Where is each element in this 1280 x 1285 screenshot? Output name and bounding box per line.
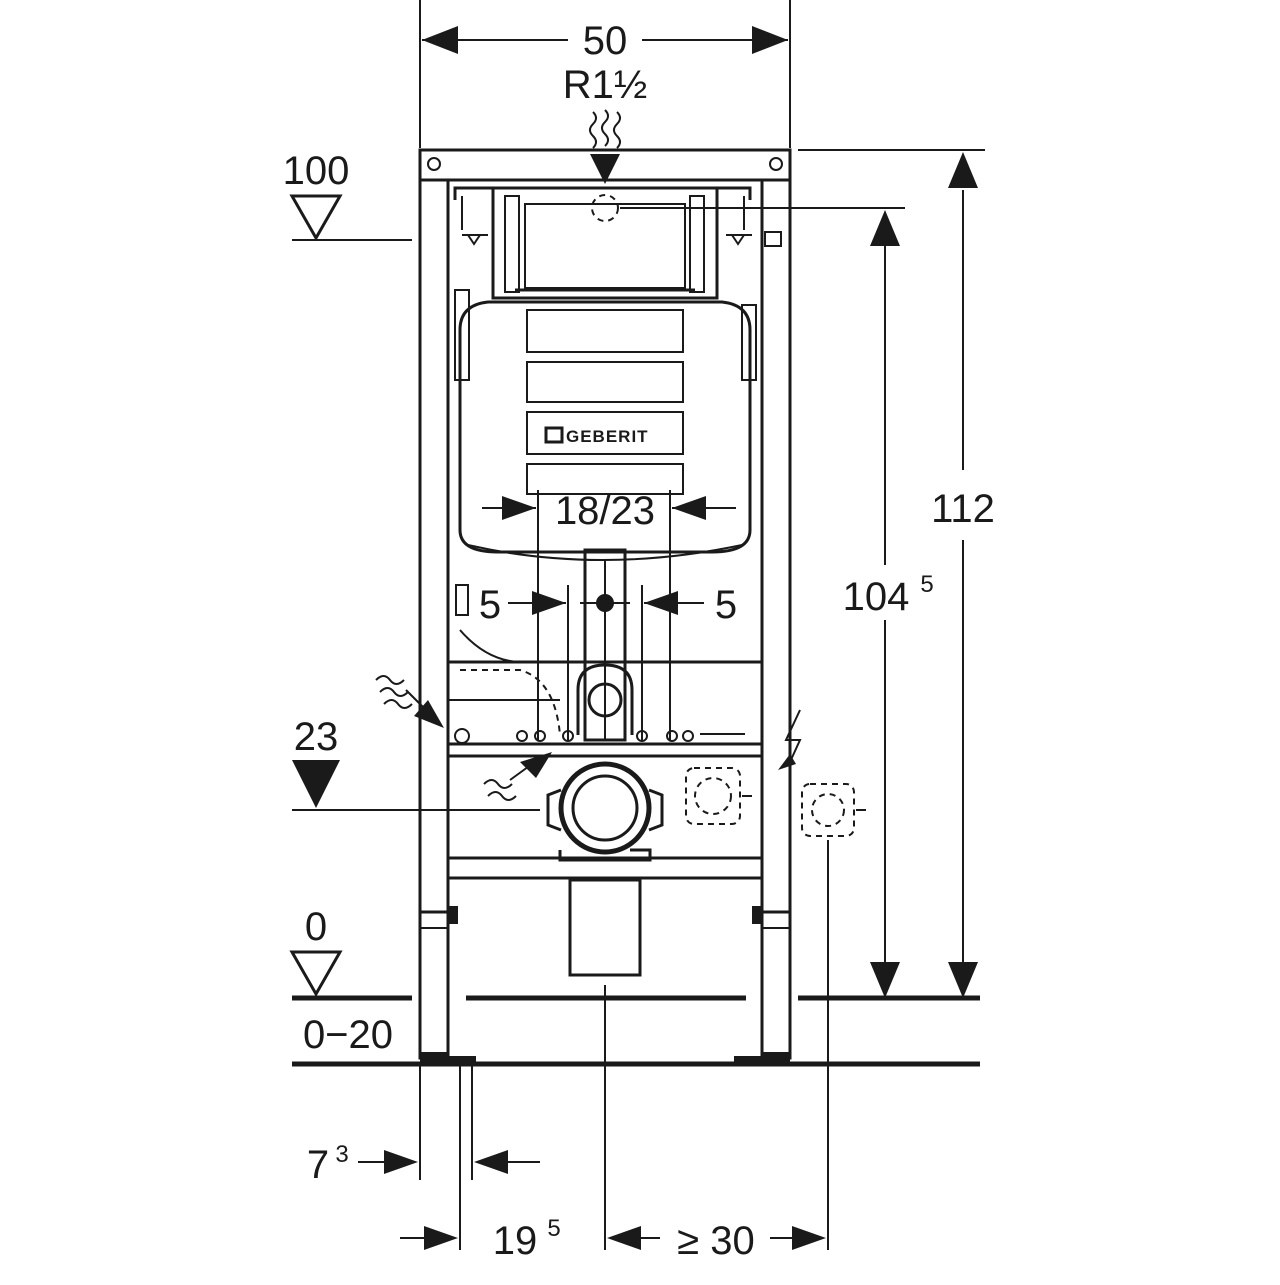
water-supply-arrows xyxy=(375,675,552,801)
side-clearance-dimension: ≥ 30 xyxy=(607,1219,826,1263)
level-marker-23: 23 xyxy=(292,715,540,811)
height-outer-label: 112 xyxy=(931,487,995,531)
floor-adjust-label: 0−20 xyxy=(303,1013,393,1057)
width-dimension: 50 xyxy=(419,0,791,148)
drain-offset-superscript: 5 xyxy=(547,1215,560,1242)
offset-dimensions: 5 5 xyxy=(479,583,737,740)
floor-level-label: 0 xyxy=(305,905,327,949)
drain-level-label: 23 xyxy=(294,715,339,759)
drain-offset-label: 19 xyxy=(493,1219,538,1263)
drain-offset-dimension: 19 5 xyxy=(400,1064,561,1263)
offset-left-label: 5 xyxy=(479,583,501,627)
cistern: GEBERIT xyxy=(453,186,782,742)
drain-connection xyxy=(448,660,762,977)
height-inner-superscript: 5 xyxy=(920,571,933,598)
height-104-dimension: 104 5 xyxy=(843,210,934,998)
foot-offset-dimension: 7 3 xyxy=(307,1064,540,1187)
offset-right-label: 5 xyxy=(715,583,737,627)
foot-offset-label: 7 xyxy=(307,1143,329,1187)
level-marker-0: 0 xyxy=(289,905,343,998)
electric-icon xyxy=(784,709,802,763)
top-level-label: 100 xyxy=(283,149,350,193)
brand-logo-text: GEBERIT xyxy=(566,427,649,446)
frame xyxy=(418,148,792,1062)
floor-lines: 0−20 xyxy=(292,995,980,1067)
pipe-thread-label: R1½ xyxy=(563,63,648,107)
water-inlet: R1½ xyxy=(563,63,905,222)
center-spacing-dimension: 18/23 xyxy=(482,489,736,740)
height-inner-label: 104 xyxy=(843,575,910,619)
geberit-logo-icon xyxy=(544,426,564,444)
electric-connection xyxy=(685,709,866,1250)
level-marker-100: 100 xyxy=(283,149,412,242)
side-clearance-label: ≥ 30 xyxy=(677,1219,755,1263)
center-spacing-label: 18/23 xyxy=(555,489,655,533)
foot-offset-superscript: 3 xyxy=(335,1141,348,1168)
height-112-dimension: 112 xyxy=(798,149,995,998)
water-inlet-arrow-icon xyxy=(590,154,620,184)
width-label: 50 xyxy=(583,19,628,63)
